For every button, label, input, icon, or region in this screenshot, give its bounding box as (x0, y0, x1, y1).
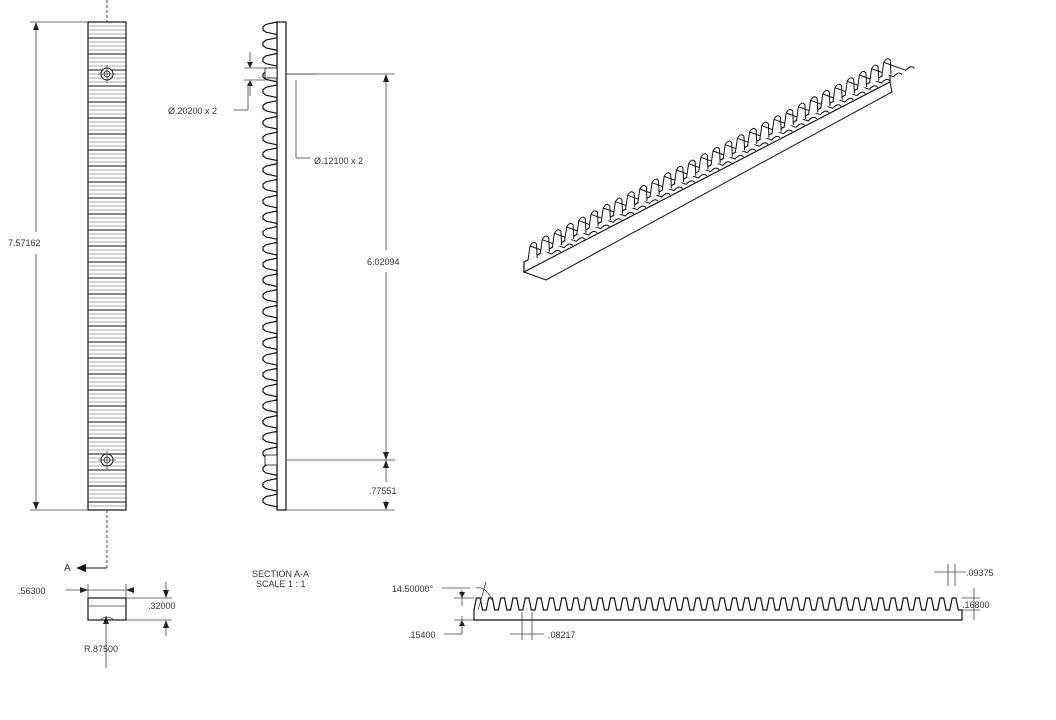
dim-width: .56300 (18, 586, 46, 596)
dim-height: .32000 (148, 601, 176, 611)
iso-tooth (564, 222, 598, 242)
iso-tooth (673, 165, 708, 185)
tooth-lines (88, 25, 126, 507)
iso-tooth (649, 178, 683, 197)
iso-tooth (771, 115, 805, 134)
iso-tooth (686, 159, 720, 178)
isometric-view (522, 58, 915, 281)
tooth-profile-view: 14.50000° .15400 .08217 .09375 .16800 (392, 564, 994, 640)
iso-tooth (600, 203, 635, 223)
iso-tooth (698, 153, 732, 172)
dim-hole-spacing: 6.02094 (367, 257, 400, 267)
side-view: Ø.20200 x 2 Ø.12100 x 2 6.02094 .77551 S… (168, 21, 400, 589)
iso-tooth (625, 191, 659, 210)
iso-tooth (551, 229, 586, 248)
mounting-hole-bottom (98, 451, 116, 469)
iso-tooth (783, 108, 818, 128)
iso-tooth (844, 77, 879, 96)
iso-tooth (612, 197, 647, 216)
section-marker: A (64, 563, 71, 574)
rack-profile (473, 597, 963, 621)
rack-side-backing (276, 21, 287, 511)
iso-base-face (523, 71, 891, 273)
iso-tooth (747, 127, 781, 147)
iso-tooth (588, 210, 622, 229)
iso-tooth (661, 172, 696, 191)
section-scale: SCALE 1 : 1 (256, 579, 306, 589)
iso-tooth (527, 241, 561, 261)
iso-tooth (869, 64, 903, 83)
section-arrow-icon (76, 564, 86, 572)
dim-radius: R.87500 (84, 644, 118, 654)
dim-tooth-land: .08217 (548, 630, 576, 640)
iso-tooth (539, 235, 574, 254)
iso-tooth (856, 70, 891, 90)
dim-root-height: .15400 (408, 630, 436, 640)
iso-tooth (710, 146, 744, 166)
dim-overall-length: 7.57162 (8, 238, 41, 248)
side-hole-top (264, 67, 278, 79)
side-hole-bottom (264, 454, 278, 466)
iso-tooth (795, 102, 830, 121)
rack-side-teeth (262, 21, 278, 510)
iso-tooth (576, 216, 610, 235)
dim-pressure-angle: 14.50000° (392, 584, 434, 594)
iso-tooth (637, 184, 671, 204)
dim-hole-large: Ø.20200 x 2 (168, 106, 217, 116)
section-view: .56300 .32000 R.87500 (18, 582, 176, 668)
iso-tooth (820, 89, 854, 109)
iso-tooth (734, 134, 769, 153)
section-title: SECTION A-A (252, 569, 309, 579)
iso-tooth (759, 121, 793, 140)
iso-tooth (881, 58, 915, 77)
iso-tooth (832, 83, 866, 102)
dim-tooth-top: .09375 (966, 568, 994, 578)
dim-end-offset: .77551 (369, 486, 397, 496)
front-view: A 7.57162 (8, 0, 127, 574)
iso-tooth (808, 96, 842, 115)
iso-tooth (722, 140, 757, 159)
mounting-hole-top (98, 65, 116, 83)
dim-hole-small: Ø.12100 x 2 (314, 156, 363, 166)
iso-base-bottom (522, 81, 893, 281)
dim-tooth-depth: .16800 (962, 600, 990, 610)
